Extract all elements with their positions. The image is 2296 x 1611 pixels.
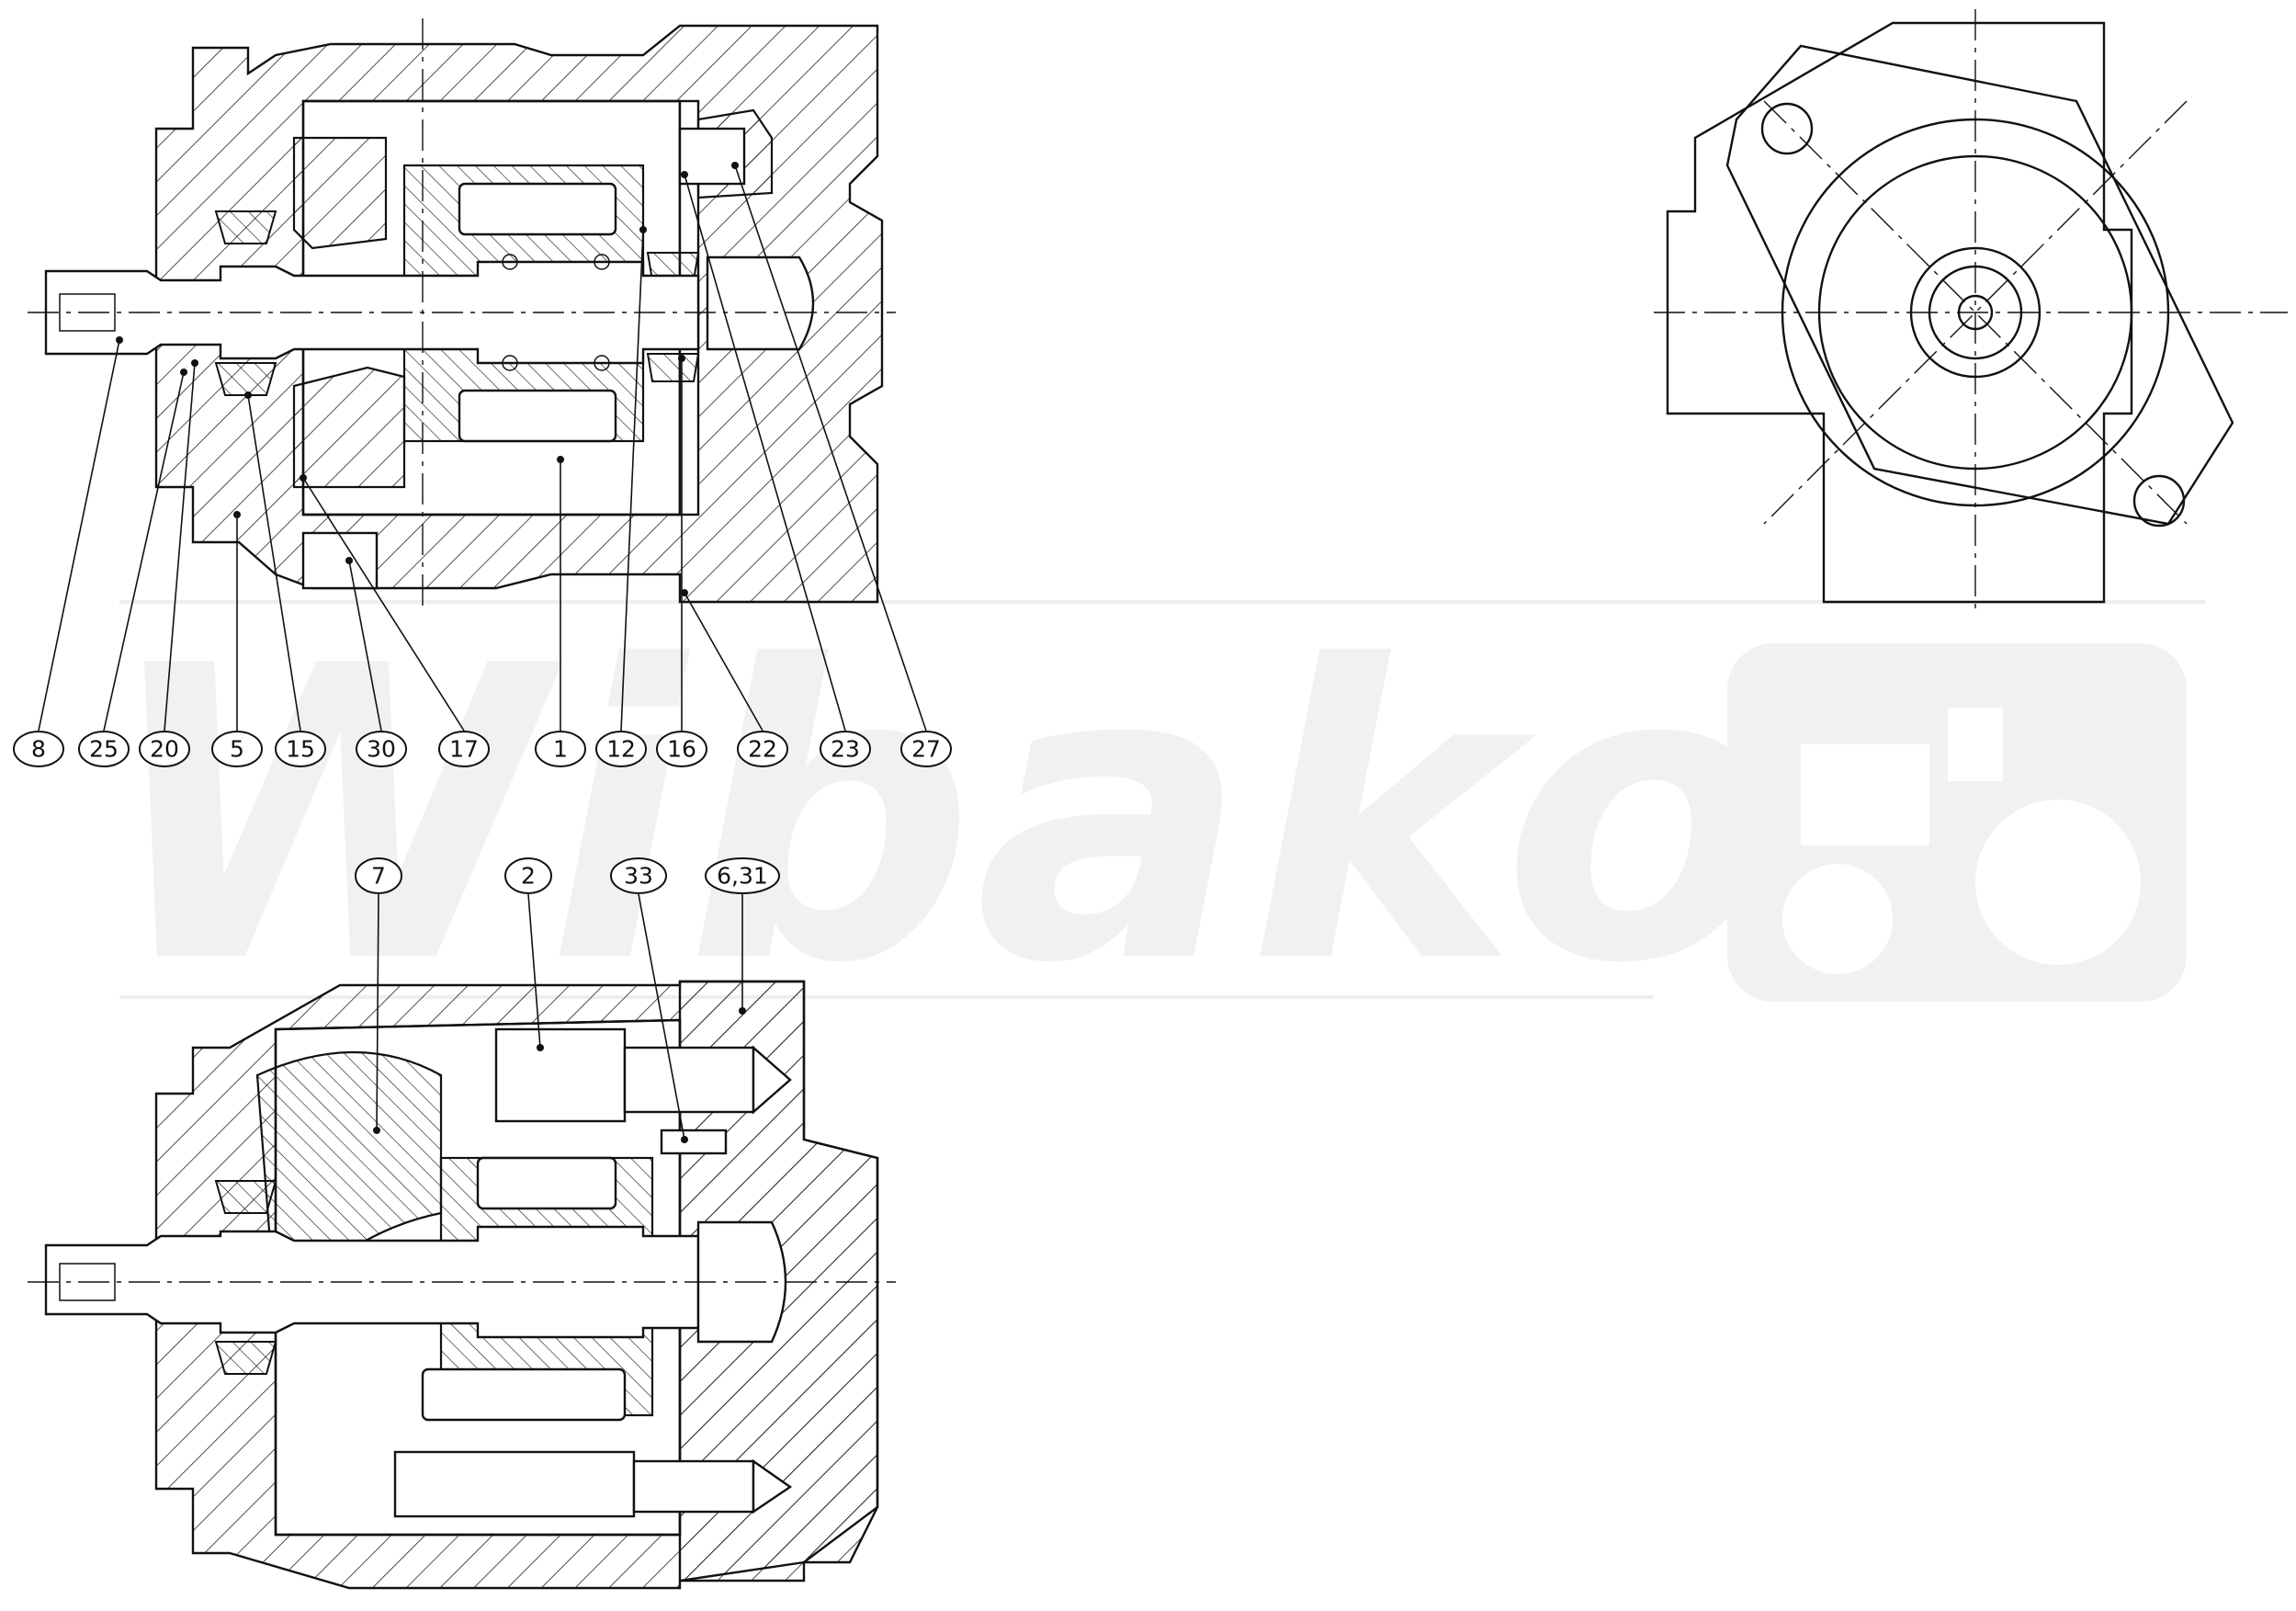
- svg-text:22: 22: [748, 736, 777, 763]
- callout-27[interactable]: 27: [731, 162, 952, 767]
- watermark: Wibako: [101, 581, 2205, 1051]
- flange-bolt-hole-1: [1760, 102, 1814, 155]
- top-callouts: 8 25 20 5 15 30 17: [13, 162, 952, 767]
- callout-16[interactable]: 16: [656, 355, 707, 767]
- swashplate-top: [292, 136, 388, 250]
- pin-33: [660, 1129, 728, 1155]
- bearing-bore: [706, 255, 815, 351]
- end-view: [1654, 9, 2288, 616]
- callout-5[interactable]: 5: [211, 511, 263, 767]
- swashplate-bottom: [292, 366, 406, 489]
- callout-23[interactable]: 23: [681, 171, 871, 767]
- svg-text:17: 17: [449, 736, 479, 763]
- svg-text:33: 33: [624, 863, 653, 890]
- tractor-logo-icon: [1727, 643, 2187, 1002]
- callout-12[interactable]: 12: [595, 226, 647, 767]
- callout-33[interactable]: 33: [610, 857, 688, 1143]
- mounting-flange: [1725, 44, 2234, 526]
- top-section-view: [28, 18, 896, 607]
- callout-8[interactable]: 8: [13, 336, 123, 767]
- shaft-key: [59, 293, 116, 332]
- return-spring: [393, 1450, 636, 1518]
- svg-text:16: 16: [667, 736, 696, 763]
- control-bore: [623, 1046, 755, 1114]
- piston-lower: [421, 1367, 627, 1422]
- svg-text:7: 7: [371, 863, 386, 890]
- callout-22[interactable]: 22: [681, 589, 788, 767]
- bottom-section-view: [28, 980, 896, 1590]
- svg-text:5: 5: [230, 736, 244, 763]
- svg-text:20: 20: [150, 736, 179, 763]
- piston-upper: [476, 1156, 617, 1210]
- needle-bearing: [502, 254, 610, 371]
- plug-27: [678, 127, 746, 186]
- callout-1[interactable]: 1: [535, 456, 586, 767]
- svg-text:12: 12: [606, 736, 636, 763]
- piston-top: [458, 182, 617, 236]
- callout-15[interactable]: 15: [244, 391, 326, 767]
- svg-text:30: 30: [367, 736, 396, 763]
- piston-bottom: [458, 389, 617, 443]
- svg-text:25: 25: [89, 736, 119, 763]
- svg-text:27: 27: [911, 736, 941, 763]
- callout-2[interactable]: 2: [504, 857, 552, 1051]
- svg-text:2: 2: [521, 863, 536, 890]
- svg-text:8: 8: [31, 736, 46, 763]
- callout-6-31[interactable]: 6,31: [705, 857, 780, 1015]
- bottom-callouts: 7 2 33 6,31: [355, 857, 780, 1143]
- callout-30[interactable]: 30: [345, 557, 407, 767]
- bearing-front-top: [214, 210, 277, 244]
- callout-25[interactable]: 25: [78, 369, 187, 767]
- bearing-rear-bottom: [646, 353, 700, 382]
- svg-text:23: 23: [831, 736, 860, 763]
- svg-text:1: 1: [553, 736, 568, 763]
- svg-text:15: 15: [286, 736, 315, 763]
- bearing-front-bottom: [214, 362, 277, 396]
- callout-20[interactable]: 20: [139, 359, 198, 767]
- watermark-text: Wibako: [101, 581, 1780, 1051]
- control-piston-2: [494, 1027, 627, 1123]
- callout-17[interactable]: 17: [300, 474, 490, 767]
- flange-bolt-hole-2: [2132, 474, 2186, 528]
- plug-30: [301, 531, 379, 590]
- callout-7[interactable]: 7: [355, 857, 402, 1134]
- svg-text:6,31: 6,31: [717, 863, 768, 890]
